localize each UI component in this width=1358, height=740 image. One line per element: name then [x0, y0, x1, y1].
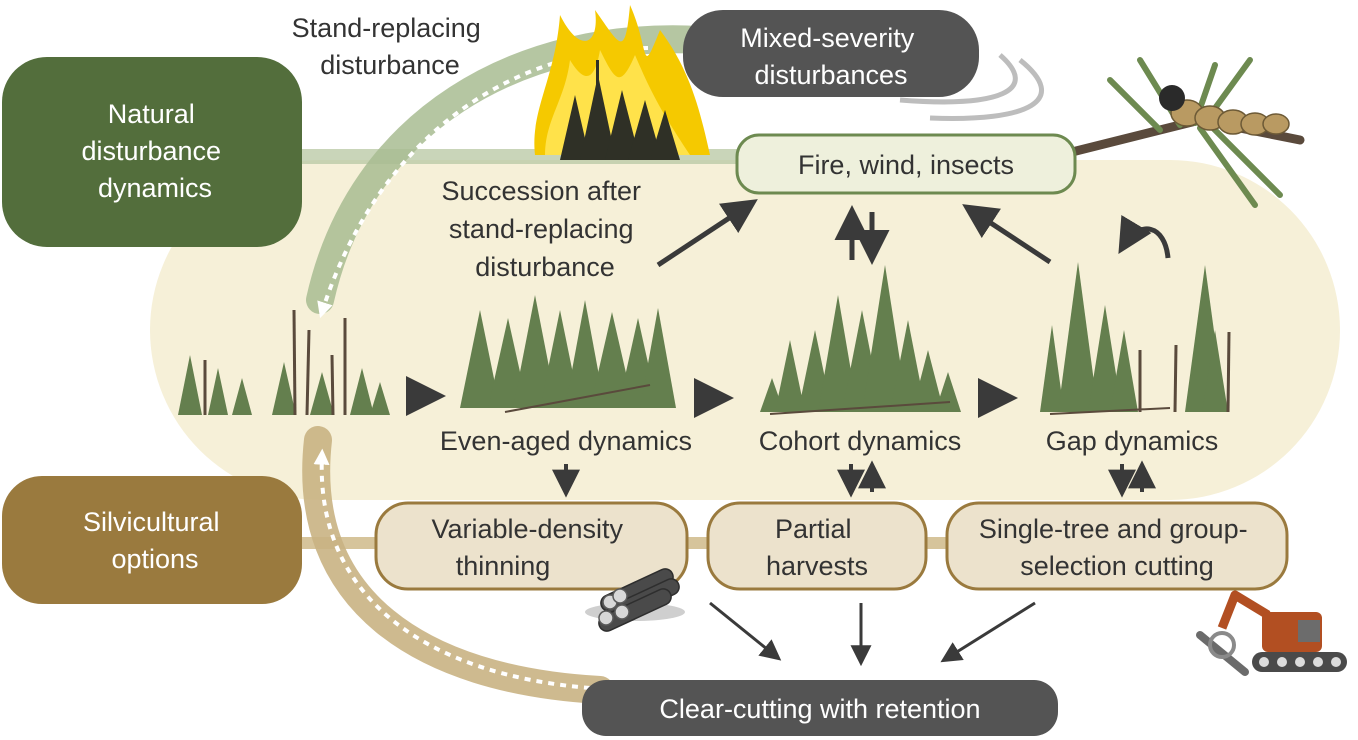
partial-harvests-box — [706, 501, 928, 591]
mixed-severity-label: Mixed-severity disturbances — [740, 23, 922, 90]
variable-density-thinning-box — [374, 501, 689, 591]
clearcut-return-band — [302, 426, 614, 704]
natural-disturbance-box — [2, 57, 302, 247]
gap-to-agents-arrow — [962, 204, 1052, 265]
clearcut-retention-label: Clear-cutting with retention — [659, 694, 980, 724]
branch-caterpillar-illustration — [1055, 57, 1305, 208]
early-stand-trees — [178, 309, 390, 416]
thinning-to-clearcut-arrow — [709, 601, 782, 661]
stand-replacing-dotted-arrow — [317, 45, 661, 319]
selection-cutting-box — [945, 501, 1289, 591]
harvester-illustration — [1196, 590, 1347, 676]
natural-disturbance-title: Natural disturbance dynamics — [81, 99, 228, 203]
selection-cutting-label: Single-tree and group- selection cutting — [979, 514, 1255, 581]
gap-cycle-arrow — [1118, 214, 1171, 259]
partial-harvests-label: Partial harvests — [766, 514, 868, 581]
cohort-dynamics-label: Cohort dynamics — [759, 426, 962, 456]
silvicultural-options-title: Silvicultural options — [83, 507, 227, 574]
log-pile-illustration — [585, 568, 685, 632]
clearcut-dotted-arrow — [313, 448, 591, 690]
fire-wind-insects-box — [735, 133, 1077, 195]
mixed-severity-box — [683, 10, 979, 97]
stand-replacing-label: Stand-replacing disturbance — [292, 13, 489, 80]
silvicultural-options-box — [2, 476, 302, 604]
fire-illustration — [534, 5, 710, 160]
silvi-link-2 — [925, 537, 950, 549]
clearcut-retention-box — [582, 680, 1058, 736]
variable-density-thinning-label: Variable-density thinning — [431, 514, 630, 581]
even-aged-trees — [460, 295, 676, 413]
even-aged-dynamics-label: Even-aged dynamics — [440, 426, 692, 456]
silvi-link-1 — [685, 537, 710, 549]
dynamics-background — [150, 160, 1340, 500]
gap-dynamics-label: Gap dynamics — [1046, 426, 1219, 456]
fire-wind-insects-label: Fire, wind, insects — [798, 150, 1014, 180]
selection-to-clearcut-arrow — [940, 601, 1036, 663]
gap-trees — [1040, 262, 1231, 415]
succession-to-agents-arrow — [656, 199, 758, 268]
succession-label: Succession after stand-replacing disturb… — [441, 176, 648, 282]
cohort-trees — [760, 265, 961, 415]
